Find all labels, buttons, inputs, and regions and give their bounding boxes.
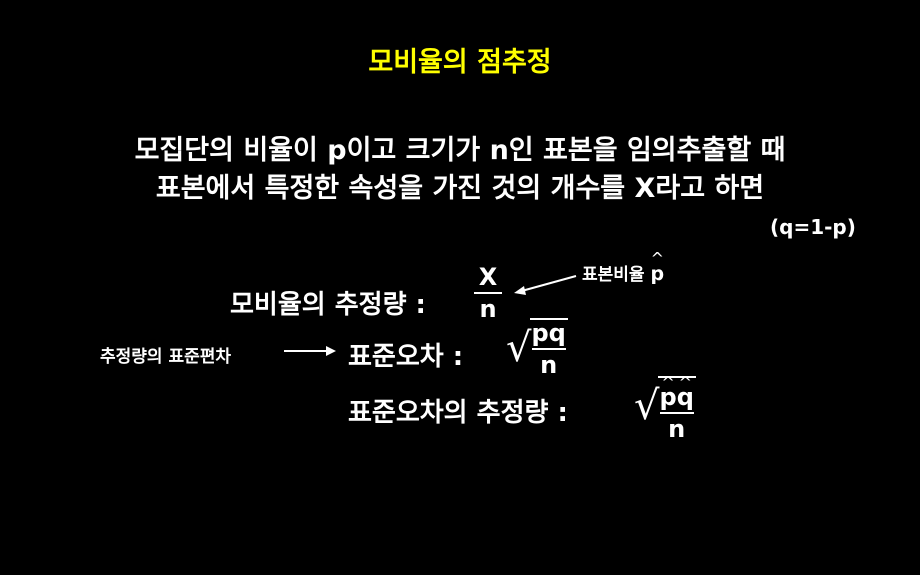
sample-ratio-label: 표본비율: [582, 265, 645, 285]
denominator: n: [668, 415, 686, 443]
fraction-pq-over-n: pq n: [531, 319, 566, 379]
q-definition-note: (q=1-p): [770, 215, 856, 239]
sample-ratio-annotation: 표본비율 p: [582, 260, 664, 285]
numerator: X: [478, 263, 498, 291]
estimator-label: 모비율의 추정량 :: [230, 290, 426, 320]
denominator: n: [479, 295, 497, 323]
sqrt-icon: √: [506, 325, 532, 371]
fraction-x-over-n: X n: [474, 264, 502, 322]
denominator: n: [540, 351, 558, 379]
numerator: pq: [660, 384, 694, 410]
sqrt-phat-qhat-over-n: √ pq n: [634, 376, 696, 442]
fraction-bar: [659, 412, 694, 414]
p-hat: p: [660, 384, 677, 410]
p-hat: p: [650, 263, 664, 285]
fraction-phat-qhat-over-n: pq n: [659, 384, 694, 443]
q-hat: q: [677, 384, 694, 410]
arrow-right-icon: [284, 346, 336, 356]
std-error-label: 표준오차 :: [348, 342, 464, 372]
body-line-2: 표본에서 특정한 속성을 가진 것의 개수를 X라고 하면: [155, 173, 765, 204]
std-error-estimate-label: 표준오차의 추정량 :: [348, 398, 568, 428]
slide-title: 모비율의 점추정: [368, 47, 552, 78]
numerator: pq: [531, 319, 566, 347]
arrow-left-icon: [514, 275, 577, 295]
sqrt-icon: √: [634, 383, 660, 429]
body-line-1: 모집단의 비율이 p이고 크기가 n인 표본을 임의추출할 때: [134, 135, 786, 166]
std-dev-label: 추정량의 표준편차: [100, 347, 232, 367]
fraction-bar: [474, 292, 502, 294]
fraction-bar: [531, 348, 566, 350]
sqrt-pq-over-n: √ pq n: [506, 318, 568, 378]
